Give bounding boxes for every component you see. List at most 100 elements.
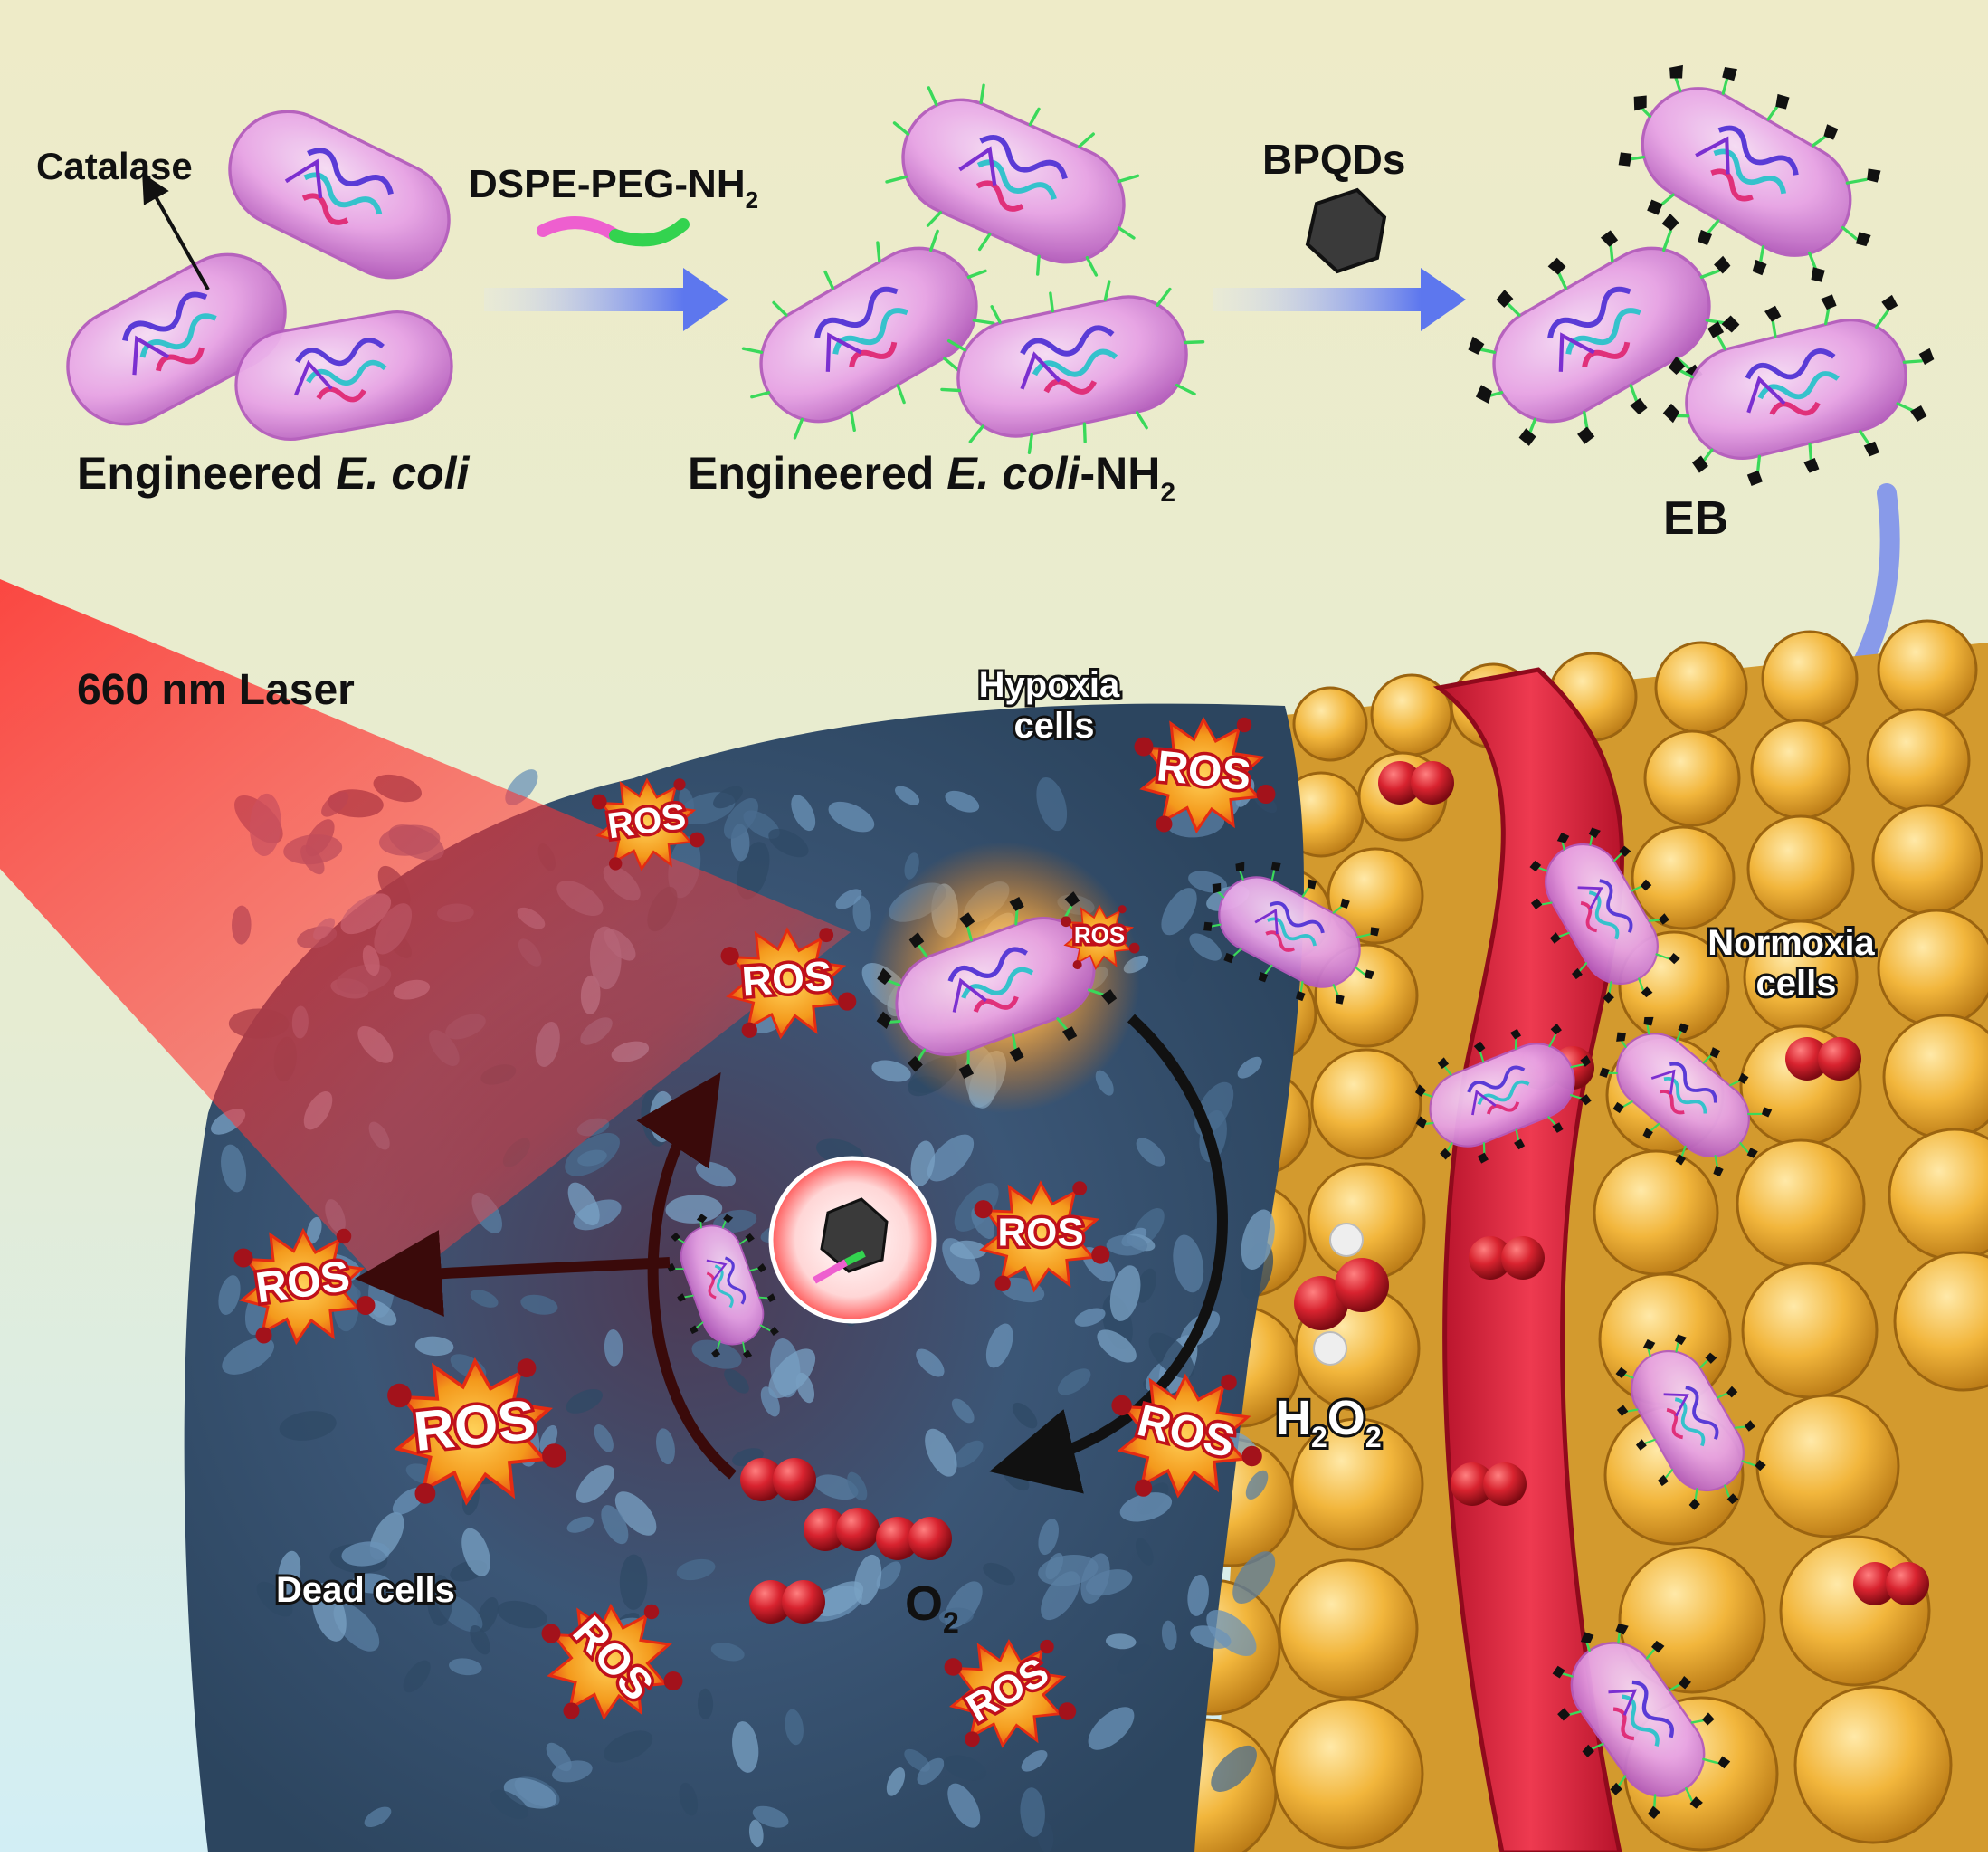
- tumor-cell-flake: [1136, 1268, 1157, 1303]
- tumor-cell-flake: [364, 1806, 392, 1827]
- tumor-cell-flake: [1095, 1070, 1114, 1096]
- normoxia-cell: [1593, 1149, 1719, 1276]
- ros-burst: ROS: [973, 1179, 1111, 1293]
- normoxia-cell: [1272, 1698, 1424, 1850]
- normoxia-cell: [1746, 814, 1855, 923]
- bpqd-flake-icon: [1305, 187, 1387, 274]
- tumor-cell-flake: [697, 1688, 714, 1720]
- tumor-cell-flake: [1074, 1308, 1106, 1327]
- tumor-cell-flake: [221, 1144, 247, 1193]
- tumor-cell-flake: [1232, 1551, 1276, 1604]
- tumor-cell-flake: [665, 1195, 723, 1224]
- tumor-cell-flake: [679, 1782, 699, 1816]
- tumor-cell-flake: [712, 1209, 757, 1233]
- tumor-cell-flake: [655, 1428, 675, 1465]
- tumor-cell-flake: [732, 1721, 759, 1773]
- normoxia-cell: [1631, 825, 1736, 930]
- ros-burst: ROS: [385, 1357, 568, 1506]
- tumor-cell-flake: [614, 1491, 657, 1536]
- tumor-cell-flake: [723, 797, 758, 839]
- label-bpqds: BPQDs: [1262, 136, 1405, 183]
- tumor-cell-flake: [1038, 1519, 1060, 1556]
- tumor-cell-flake: [1097, 1329, 1137, 1363]
- tumor-cell-flake: [904, 852, 919, 880]
- normoxia-cell: [1779, 1535, 1931, 1687]
- tumor-cell-flake: [1237, 1056, 1262, 1079]
- normoxia-cell: [1643, 729, 1741, 827]
- ros-burst: ROS: [719, 926, 858, 1040]
- label-660nm-laser: 660 nm Laser: [77, 666, 355, 714]
- arrow-peg-modification: [484, 288, 683, 311]
- tumor-cell-flake: [594, 1424, 614, 1452]
- normoxia-cell: [1750, 719, 1851, 820]
- label-dspe-peg-nh2: DSPE-PEG-NH2: [469, 162, 758, 214]
- label-engineered-ecoli: Engineered E. coli: [77, 448, 471, 499]
- tumor-cell-flake: [943, 1755, 987, 1781]
- tumor-cell-flake: [1189, 933, 1222, 961]
- tumor-cell-flake: [601, 1505, 629, 1545]
- ros-burst: ROS: [233, 1227, 376, 1345]
- tumor-cell-flake: [828, 801, 875, 833]
- normoxia-cell: [1871, 804, 1983, 916]
- tumor-cell-flake: [449, 1658, 482, 1676]
- tumor-cell-flake: [724, 1368, 749, 1394]
- tumor-cell-flake: [604, 1328, 623, 1367]
- tumor-cell-flake: [604, 1730, 653, 1763]
- tumor-cell-flake: [1036, 777, 1068, 832]
- tumor-cell-flake: [791, 795, 816, 832]
- tumor-cell-flake: [1119, 1492, 1173, 1522]
- bpqd-inset: [768, 1156, 937, 1324]
- tumor-cell-flake: [895, 786, 920, 805]
- tumor-cell-flake: [945, 790, 980, 813]
- arrow-bpqd-loading: [1213, 288, 1421, 311]
- normoxia-cell: [1278, 1558, 1419, 1700]
- tumor-cell-flake: [1106, 1234, 1148, 1256]
- tumor-cell-flake: [1173, 1234, 1204, 1293]
- tumor-cell-flake: [947, 1783, 981, 1828]
- ros-label: ROS: [1155, 742, 1253, 800]
- tumor-cell-flake: [852, 895, 871, 932]
- tumor-cell-flake: [341, 1541, 390, 1567]
- normoxia-cell: [1327, 847, 1424, 945]
- label-hypoxia-cells: Hypoxia cells: [979, 665, 1130, 746]
- tumor-cell-flake: [713, 786, 743, 809]
- normoxia-cell: [1654, 641, 1748, 735]
- label-eb: EB: [1663, 492, 1728, 545]
- normoxia-cell: [1755, 1394, 1900, 1538]
- normoxia-cell: [1866, 708, 1971, 813]
- tumor-cell-flake: [768, 828, 809, 858]
- tumor-cell-flake: [403, 1660, 431, 1693]
- tumor-cell-flake: [1057, 1368, 1091, 1395]
- laser-beam: [0, 579, 851, 1294]
- dspe-peg-nh2-molecule-icon: [537, 216, 690, 247]
- normoxia-cell: [1893, 1251, 1988, 1392]
- tumor-cell-flake: [470, 1624, 490, 1655]
- tumor-cell-flake: [768, 1348, 816, 1398]
- tumor-cell-flake: [949, 1240, 987, 1260]
- tumor-cell-flake: [876, 1561, 901, 1590]
- normoxia-cell: [1736, 1138, 1866, 1269]
- normoxia-cell: [1292, 686, 1368, 762]
- ros-label: ROS: [997, 1211, 1083, 1255]
- tumor-cell-flake: [710, 1643, 745, 1662]
- tumor-cell-flake: [470, 1290, 499, 1308]
- normoxia-cell: [1290, 1417, 1424, 1551]
- tumor-cell-flake: [619, 1554, 648, 1610]
- tumor-cell-flake: [565, 1132, 620, 1176]
- tumor-cell-flake: [256, 1581, 293, 1617]
- tumor-cell-flake: [927, 1134, 975, 1182]
- tumor-cell-flake: [575, 1465, 614, 1503]
- ros-burst: ROS: [590, 777, 706, 871]
- tumor-cell-flake: [676, 1558, 716, 1581]
- tumor-cell-flake: [835, 889, 862, 909]
- label-h2o2: H2O2: [1276, 1391, 1382, 1453]
- tumor-cell-flake: [1105, 1633, 1137, 1650]
- label-o2: O2: [905, 1576, 959, 1639]
- tumor-cell-flake: [1117, 1643, 1152, 1675]
- tumor-cell-flake: [218, 1275, 241, 1315]
- h2o2-molecule-icon: [1294, 1223, 1389, 1366]
- tumor-cell-flake: [222, 1337, 274, 1375]
- tumor-cell-flake: [985, 1323, 1013, 1368]
